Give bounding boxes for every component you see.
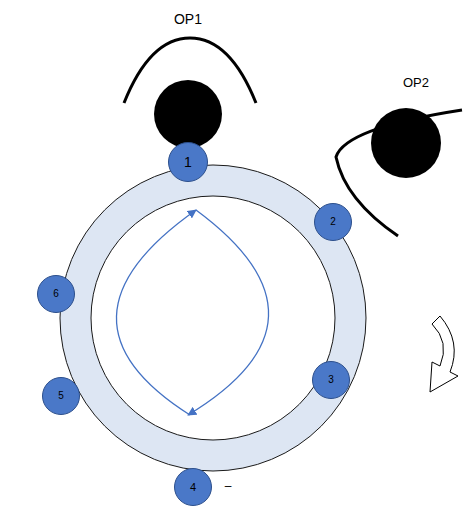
ball-number: 3: [328, 375, 334, 385]
ball-number: 4: [190, 482, 196, 493]
part-label: OP2: [403, 76, 429, 89]
rotation-arrow: [430, 316, 458, 392]
ball-circle: 5: [42, 377, 80, 415]
ball-number: 2: [330, 217, 336, 227]
ball-circle: 2: [314, 203, 352, 241]
flow-curve: [116, 210, 196, 415]
ball-circle: 1: [168, 142, 208, 182]
part-label: –: [225, 480, 232, 492]
roller: [154, 80, 222, 148]
part-label: OP1: [174, 12, 202, 26]
ring-band: [60, 165, 366, 471]
ball-number: 6: [53, 289, 59, 299]
flow-curve: [188, 210, 269, 415]
roller: [371, 108, 441, 178]
ball-number: 5: [58, 391, 64, 401]
ball-circle: 3: [312, 361, 350, 399]
ball-circle: 4: [174, 468, 212, 506]
ball-number: 1: [184, 155, 192, 169]
ball-circle: 6: [37, 275, 75, 313]
